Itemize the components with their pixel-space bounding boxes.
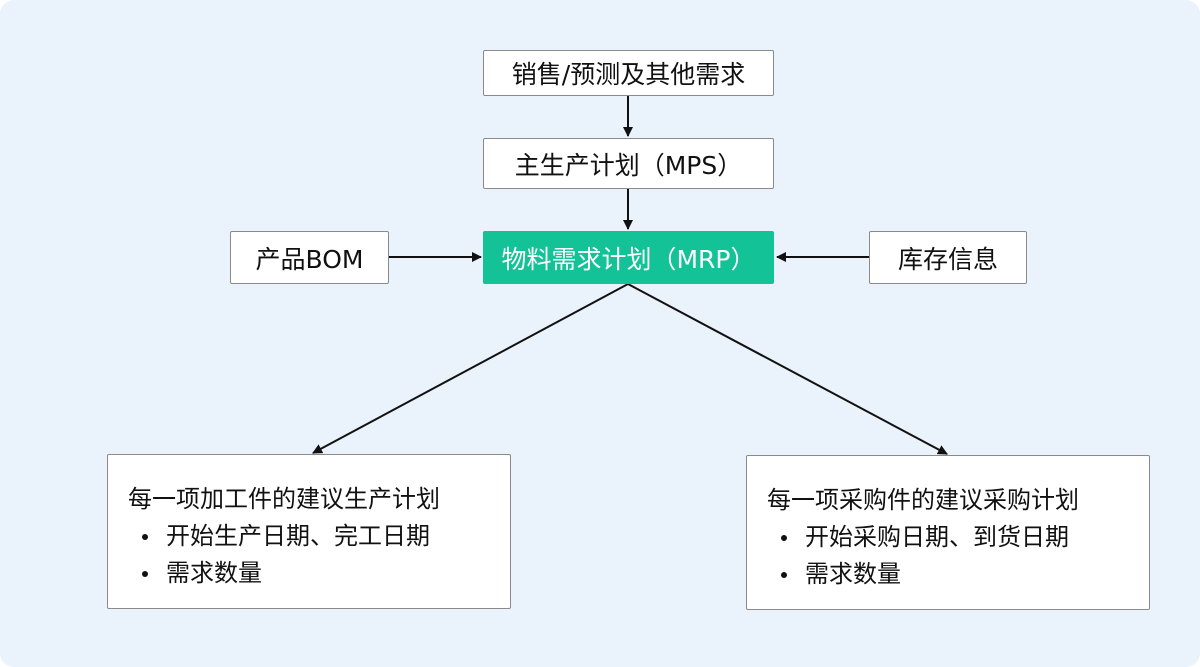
sales-forecast-node: 销售/预测及其他需求: [483, 50, 774, 96]
purchase-plan-title: 每一项采购件的建议采购计划: [767, 486, 1079, 514]
purchase-plan-item: 需求数量: [767, 556, 1069, 593]
production-plan-node: 每一项加工件的建议生产计划 开始生产日期、完工日期 需求数量: [107, 454, 511, 609]
production-plan-item: 开始生产日期、完工日期: [128, 518, 430, 555]
mrp-node: 物料需求计划（MRP）: [483, 231, 774, 284]
purchase-plan-node: 每一项采购件的建议采购计划 开始采购日期、到货日期 需求数量: [746, 455, 1150, 610]
production-plan-title: 每一项加工件的建议生产计划: [128, 485, 440, 513]
production-plan-list: 开始生产日期、完工日期 需求数量: [128, 518, 430, 592]
inventory-node: 库存信息: [869, 231, 1027, 284]
production-plan-item: 需求数量: [128, 555, 430, 592]
mps-node: 主生产计划（MPS）: [483, 138, 774, 189]
bom-node: 产品BOM: [230, 231, 389, 284]
purchase-plan-list: 开始采购日期、到货日期 需求数量: [767, 519, 1069, 593]
arrow-mrp-to-purchase: [627, 283, 948, 455]
purchase-plan-item: 开始采购日期、到货日期: [767, 519, 1069, 556]
arrow-mrp-to-production: [312, 283, 629, 454]
